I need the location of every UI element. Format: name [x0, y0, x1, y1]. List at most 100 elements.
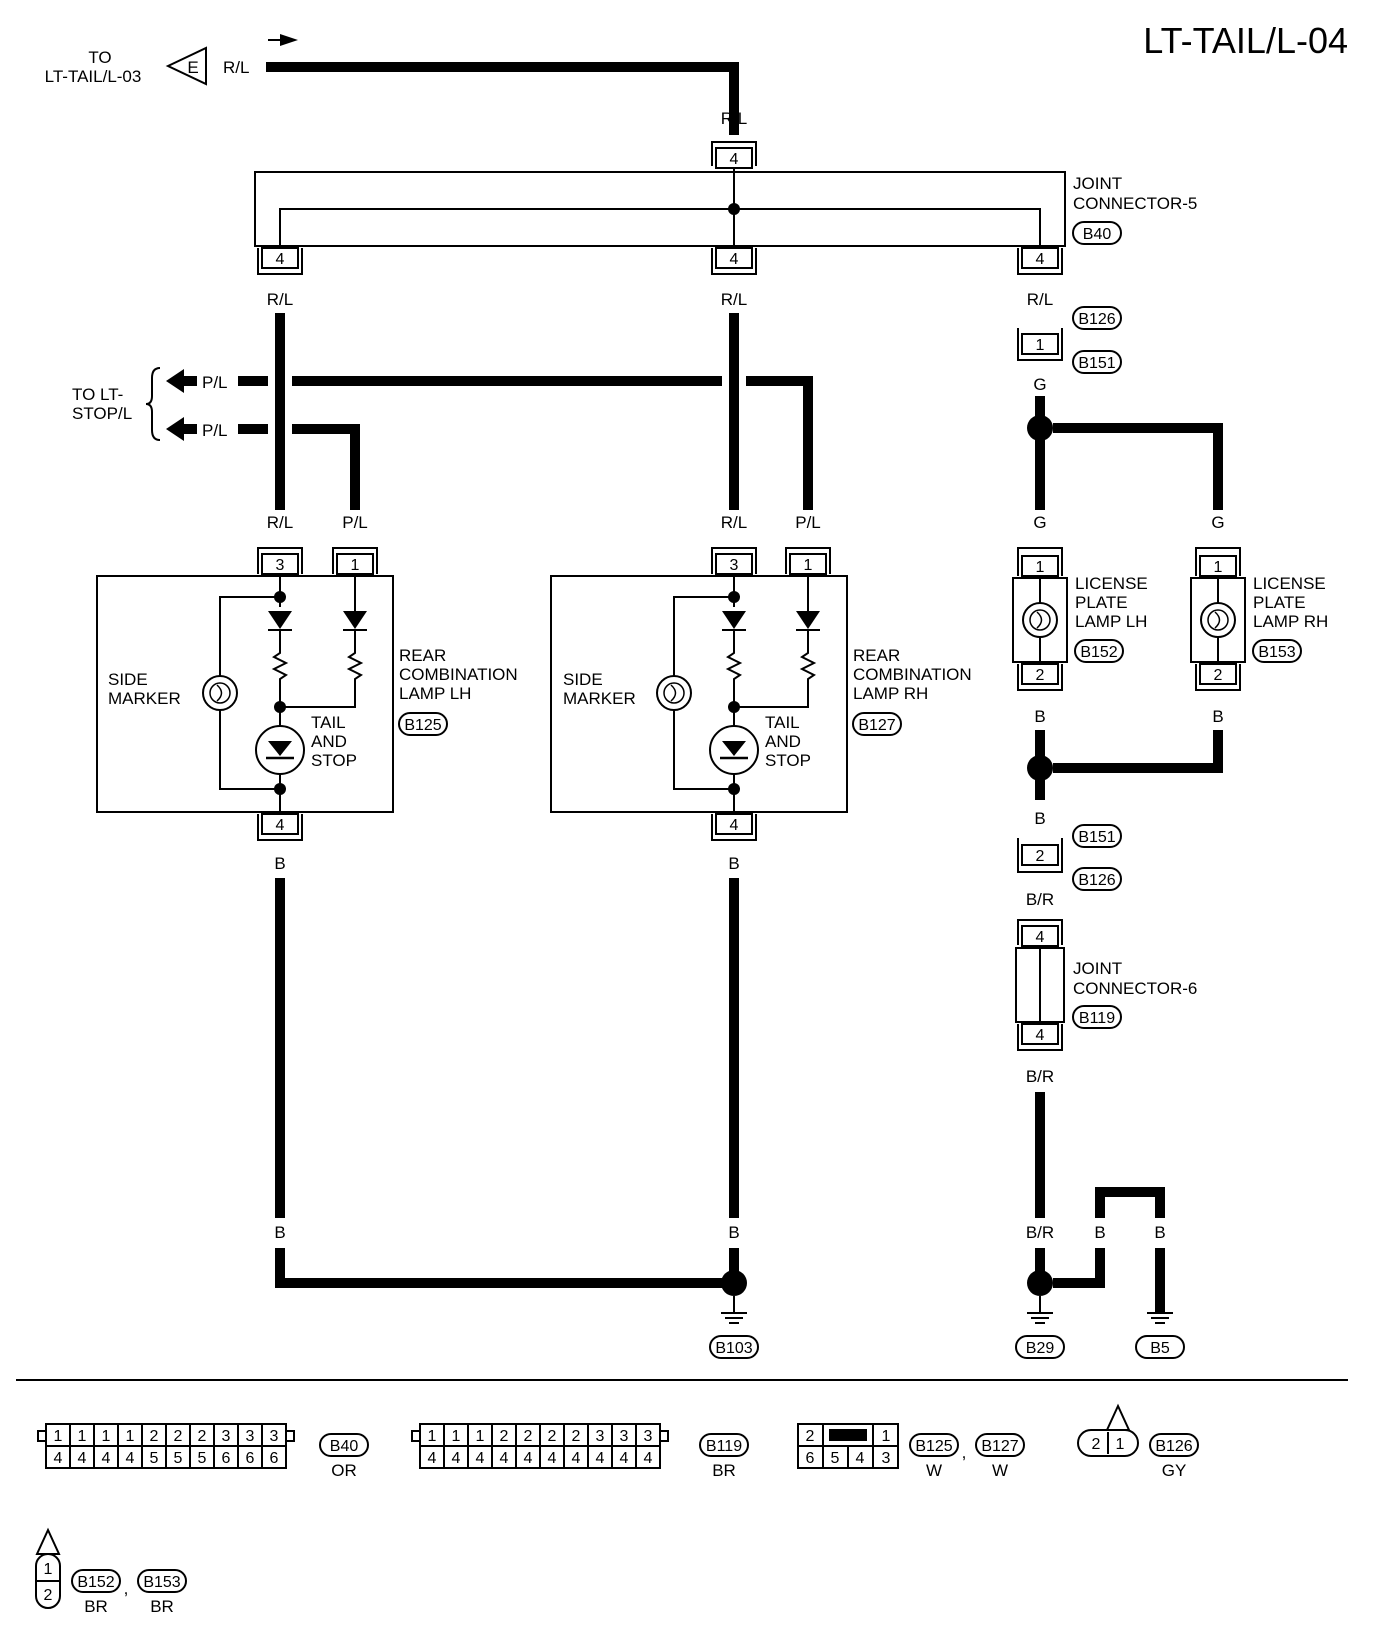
rear-rh-label-3: LAMP RH	[853, 684, 928, 703]
pin-inline2-2	[1021, 844, 1059, 866]
legend-b125-key	[829, 1429, 867, 1441]
wire-pl-upper-c	[746, 376, 813, 510]
license-rh-bulb	[1200, 602, 1236, 638]
lh-node-top	[274, 591, 286, 603]
to-lt-tail-label-2: LT-TAIL/L-03	[45, 67, 142, 86]
joint6-label-1: JOINT	[1073, 959, 1122, 978]
inline2-b126-badge	[1072, 867, 1122, 891]
legend-b40-pin-number: 3	[270, 1428, 279, 1445]
inline-lower-b151: B151	[1078, 355, 1115, 372]
to-lt-tail-label: TO	[88, 48, 111, 67]
joint5-label-1: JOINT	[1073, 174, 1122, 193]
ground-b29-badge	[1015, 1335, 1065, 1359]
pin-inline1-1-num: 1	[1036, 337, 1045, 354]
legend-b126-color: GY	[1162, 1461, 1187, 1480]
pin-frame-lic-rh-2	[1195, 664, 1241, 691]
pin-frame-lic-rh-1	[1195, 547, 1241, 576]
pin-j6-bot	[1021, 1023, 1059, 1045]
legend-b40-pin-number: 1	[126, 1428, 135, 1445]
legend-b119-pin-number: 4	[476, 1450, 485, 1467]
pin-inline2-2-num: 2	[1036, 848, 1045, 865]
lh-side-marker-2: MARKER	[108, 689, 181, 708]
legend-b40-pin-number: 4	[102, 1450, 111, 1467]
license-rh-label-2: PLATE	[1253, 593, 1306, 612]
wire-color-b-lic-lh: B	[1034, 707, 1045, 726]
to-lt-stop-label-2: STOP/L	[72, 404, 132, 423]
wire-color-g-rh-in: G	[1211, 513, 1224, 532]
ground-symbol-b103	[720, 1312, 748, 1324]
legend-b40-pin-number: 4	[54, 1450, 63, 1467]
pin-j6-top	[1021, 925, 1059, 947]
pin-j5-mid	[715, 247, 753, 269]
joint5-label-2: CONNECTOR-5	[1073, 194, 1197, 213]
legend-b125-b1: 5	[831, 1450, 840, 1467]
wire-color-b-lic-rh: B	[1212, 707, 1223, 726]
legend-b119-pin-number: 3	[620, 1428, 629, 1445]
wire-color-rl-rh-in: R/L	[721, 513, 747, 532]
legend-b119-cell	[635, 1445, 661, 1469]
pin-frame-j5-left	[257, 248, 303, 275]
lh-tail-1: TAIL	[311, 713, 346, 732]
joint5-code-badge	[1072, 221, 1122, 245]
pin-j5-right	[1021, 247, 1059, 269]
pin-frame-lh-4	[257, 814, 303, 841]
legend-b40-pin-number: 1	[102, 1428, 111, 1445]
legend-b153-code: B153	[143, 1574, 180, 1591]
legend-b119-pin-number: 4	[644, 1450, 653, 1467]
wire-color-rl-feed: R/L	[223, 58, 249, 77]
wire-b-b29-link	[1053, 1248, 1105, 1288]
legend-b119-color: BR	[712, 1461, 736, 1480]
pin-lic-rh-2	[1199, 663, 1237, 685]
flow-arrow	[280, 34, 298, 46]
legend-b40-pin-number: 5	[198, 1450, 207, 1467]
legend-b40-color: OR	[331, 1461, 357, 1480]
license-rh-code-badge	[1252, 639, 1302, 663]
legend-b40-pin-number: 1	[78, 1428, 87, 1445]
pin-frame-lh-1	[332, 547, 378, 574]
pin-lh-3-num: 3	[276, 557, 285, 574]
lh-side-marker-bulb	[202, 675, 238, 711]
legend-b126-c1: 1	[1116, 1436, 1125, 1453]
rear-lh-label-3: LAMP LH	[399, 684, 471, 703]
pin-frame-lic-lh-2	[1017, 664, 1063, 691]
license-lh-label-3: LAMP LH	[1075, 612, 1147, 631]
pin-lic-lh-1-num: 1	[1036, 559, 1045, 576]
joint5-bus	[279, 208, 1041, 246]
legend-b127-code: B127	[981, 1438, 1018, 1455]
pin-inline1-1	[1021, 333, 1059, 355]
joint5-code: B40	[1083, 226, 1112, 243]
legend-b125-b2: 4	[856, 1450, 865, 1467]
rh-side-marker-bulb	[656, 675, 692, 711]
legend-b119-pin-number: 1	[476, 1428, 485, 1445]
legend-b119-side-tab	[411, 1430, 421, 1442]
legend-b126-code: B126	[1155, 1438, 1192, 1455]
legend-b127-badge	[975, 1433, 1025, 1457]
pin-frame-j6-top	[1017, 919, 1063, 945]
pin-frame-inline1	[1017, 328, 1063, 361]
inline2-b126: B126	[1078, 872, 1115, 889]
lh-node-bot	[274, 783, 286, 795]
pin-frame-j5-mid	[711, 248, 757, 275]
legend-b40-pin-number: 4	[126, 1450, 135, 1467]
legend-b119-pin-number: 3	[644, 1428, 653, 1445]
rh-tail-3: STOP	[765, 751, 811, 770]
pin-frame-j6-bot	[1017, 1024, 1063, 1051]
ground-node-b103	[721, 1270, 747, 1296]
rear-combination-lamp-lh	[96, 575, 394, 813]
legend-b152-sep: ,	[124, 1579, 129, 1598]
joint5-node	[728, 203, 740, 215]
rh-tail-1: TAIL	[765, 713, 800, 732]
wire-color-br-upper: B/R	[1026, 890, 1054, 909]
legend-b119-pin-number: 4	[452, 1450, 461, 1467]
legend-b40-code: B40	[330, 1438, 359, 1455]
license-rh-label-1: LICENSE	[1253, 574, 1326, 593]
pin-frame-inline2	[1017, 838, 1063, 873]
legend-b40-side-tab	[285, 1430, 295, 1442]
legend-b119-pin-number: 2	[548, 1428, 557, 1445]
wire-color-rl-right: R/L	[1027, 290, 1053, 309]
license-lh-label-1: LICENSE	[1075, 574, 1148, 593]
pin-j6-top-num: 4	[1036, 929, 1045, 946]
legend-b40-pin-number: 2	[198, 1428, 207, 1445]
legend-b40-pin-number: 6	[222, 1450, 231, 1467]
